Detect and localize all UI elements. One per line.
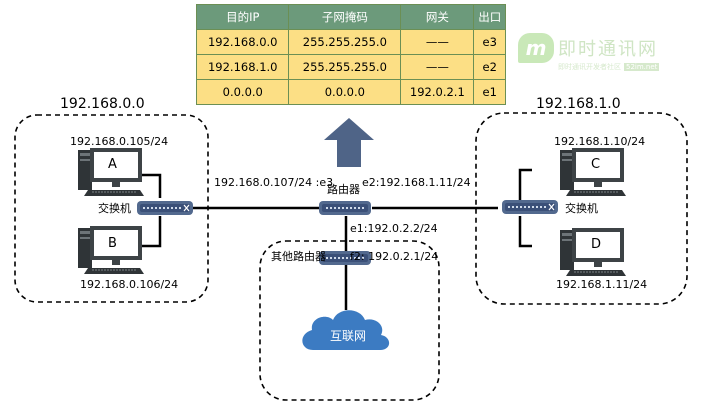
table-cell: 255.255.255.0: [288, 54, 402, 80]
watermark-subtitle-text: 即时通讯开发者社区: [558, 63, 621, 71]
table-row: 192.168.1.0 255.255.255.0 —— e2: [195, 54, 506, 80]
routing-table-header: 目的IP 子网掩码 网关 出口: [195, 4, 506, 30]
table-cell: 0.0.0.0: [288, 79, 402, 105]
router-label: 路由器: [327, 183, 360, 196]
internet-label: 互联网: [330, 329, 367, 343]
table-cell: 0.0.0.0: [195, 79, 290, 105]
host-b-name: B: [108, 236, 117, 251]
table-cell: 192.168.0.0: [195, 29, 290, 55]
host-a-name: A: [108, 157, 117, 172]
table-cell: 255.255.255.0: [288, 29, 402, 55]
host-d-ip: 192.168.1.11/24: [556, 278, 648, 291]
right-network-label: 192.168.1.0: [536, 96, 621, 112]
computer-c-icon: [559, 147, 627, 197]
internet-network-boundary: [259, 240, 440, 401]
router-e1-label: e1:192.0.2.2/24: [350, 222, 438, 235]
host-d-name: D: [591, 237, 602, 252]
watermark-title: 即时通讯网: [558, 39, 658, 60]
left-switch-label: 交换机: [98, 202, 131, 215]
host-c-ip: 192.168.1.10/24: [554, 135, 646, 148]
table-row: 192.168.0.0 255.255.255.0 —— e3: [195, 29, 506, 55]
table-cell: e3: [473, 29, 506, 55]
watermark-logo: m: [518, 33, 554, 63]
table-cell: e1: [473, 79, 506, 105]
host-b-ip: 192.168.0.106/24: [80, 278, 179, 291]
computer-a-icon: [77, 147, 145, 197]
computer-d-icon: [559, 227, 627, 277]
arrow-up-icon: [324, 118, 374, 167]
table-header-cell: 目的IP: [195, 4, 290, 30]
table-cell: 192.0.2.1: [400, 79, 475, 105]
table-row: 0.0.0.0 0.0.0.0 192.0.2.1 e1: [195, 79, 506, 105]
host-a-ip: 192.168.0.105/24: [70, 135, 169, 148]
right-switch-label: 交换机: [565, 202, 598, 215]
other-router-label: 其他路由器: [271, 250, 326, 263]
left-network-label: 192.168.0.0: [60, 96, 145, 112]
watermark-domain: 52im.net: [624, 63, 660, 71]
left-switch-icon: [136, 200, 194, 216]
table-cell: 192.168.1.0: [195, 54, 290, 80]
other-router-f2-label: f2: 192.0.2.1/24: [350, 250, 439, 263]
router-e2-label: e2:192.168.1.11/24: [362, 176, 471, 189]
table-cell: ——: [400, 29, 475, 55]
network-links: [140, 168, 532, 310]
routing-table: 目的IP 子网掩码 网关 出口 192.168.0.0 255.255.255.…: [195, 4, 506, 105]
table-cell: ——: [400, 54, 475, 80]
table-header-cell: 出口: [473, 4, 506, 30]
cloud-icon: [302, 310, 390, 350]
right-switch-icon: [501, 199, 559, 215]
router-e3-label: 192.168.0.107/24 :e3: [214, 176, 334, 189]
router-icon: [318, 200, 372, 216]
host-c-name: C: [591, 157, 601, 172]
